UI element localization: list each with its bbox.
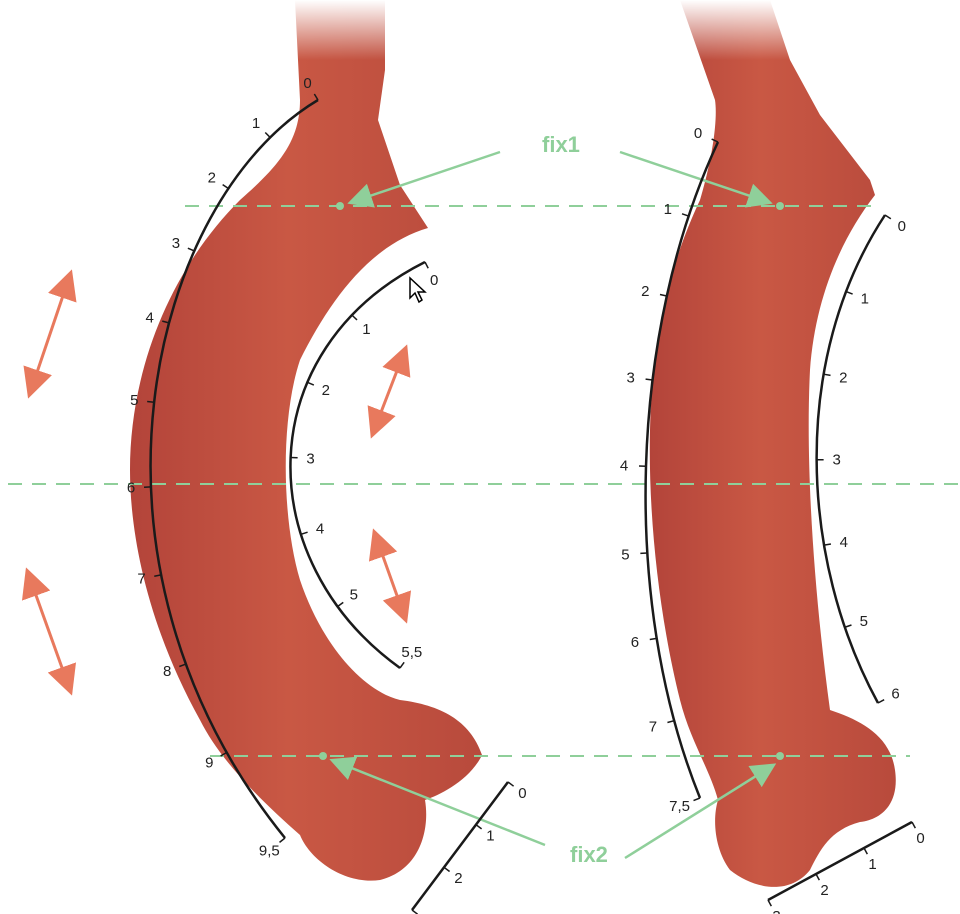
scale-tick [846, 292, 853, 294]
scale-tick [476, 825, 482, 829]
double-headed-arrow-icon [30, 275, 70, 393]
scale-tick-label: 3 [627, 369, 635, 386]
scale-tick-label: 5 [130, 392, 138, 409]
scale-tick-label: 0 [898, 218, 906, 235]
scale-tick [768, 900, 771, 906]
scale-tick [508, 782, 514, 786]
scale-tick-label: 0 [916, 830, 924, 847]
scale-tick [444, 867, 450, 871]
left-base-scale-line [412, 782, 508, 910]
scale-tick-label: 1 [362, 321, 370, 338]
scale-tick [147, 401, 154, 402]
scale-tick [223, 185, 229, 189]
scale-tick-label: 7 [137, 571, 145, 588]
scale-tick [682, 214, 689, 216]
scale-tick-label: 4 [316, 520, 324, 537]
scale-tick [693, 798, 700, 801]
fix2-point-left [319, 752, 327, 760]
right-tissue-shape [650, 0, 896, 887]
scale-tick [667, 721, 674, 723]
scale-tick-label: 6 [891, 686, 899, 703]
scale-tick-label: 5 [621, 546, 629, 563]
scale-tick [301, 532, 308, 534]
scale-tick-label: 3 [306, 450, 314, 467]
fix1-point-right [776, 202, 784, 210]
scale-tick-label: 3 [172, 235, 180, 252]
fix2-label: fix2 [570, 842, 608, 867]
scale-tick-label: 8 [163, 663, 171, 680]
scale-tick-label: 2 [839, 370, 847, 387]
scale-tick [646, 379, 653, 380]
scale-tick [400, 662, 404, 668]
scale-tick [864, 848, 867, 854]
scale-tick [816, 874, 819, 880]
scale-tick-label: 6 [631, 634, 639, 651]
scale-tick-label: 3 [832, 452, 840, 469]
double-headed-arrow-icon [373, 350, 405, 433]
scale-tick-label: 1 [252, 115, 260, 132]
scale-tick-label: 1 [664, 201, 672, 218]
left-tissue-shape [130, 0, 482, 881]
scale-tick [425, 262, 428, 268]
scale-tick [338, 602, 344, 606]
scale-tick [265, 132, 270, 137]
scale-tick-label: 5 [350, 587, 358, 604]
scale-tick-label: 5 [860, 613, 868, 630]
fix1-label: fix1 [542, 132, 580, 157]
scale-tick-label: 2 [454, 870, 462, 887]
right-inner-scale-line [817, 215, 885, 703]
scale-tick-label: 4 [620, 458, 628, 475]
scale-tick [885, 215, 891, 219]
scale-tick [307, 382, 313, 385]
double-headed-arrow-icon [375, 534, 405, 618]
scale-tick-label: 0 [518, 785, 526, 802]
scale-tick-label: 4 [146, 310, 154, 327]
scale-tick [878, 700, 884, 703]
scale-tick-label: 1 [486, 827, 494, 844]
scale-tick [912, 822, 915, 828]
scale-tick [845, 625, 852, 627]
cursor-arrow-icon [408, 276, 428, 304]
right-inner-scale: 0 1 2 3 4 5 6 [817, 215, 906, 703]
scale-tick-label: 1 [861, 291, 869, 308]
scale-tick-label: 0 [430, 272, 438, 289]
scale-tick-label: 1 [868, 856, 876, 873]
scale-tick [352, 315, 357, 320]
fix1-point-left [336, 202, 344, 210]
scale-tick-label: 2 [208, 169, 216, 186]
fix2-point-right [776, 752, 784, 760]
scale-tick-label: 2 [322, 382, 330, 399]
scale-tick-label: 4 [840, 534, 848, 551]
scale-tick [188, 248, 194, 251]
double-headed-arrow-icon [28, 573, 70, 690]
scale-tick-label: 9,5 [259, 842, 280, 859]
scale-tick [280, 838, 285, 842]
scale-tick-label: 5,5 [401, 644, 422, 661]
scale-tick [660, 294, 667, 296]
scale-tick-label: 6 [127, 480, 135, 497]
scale-tick-label: 7,5 [669, 798, 690, 815]
scale-tick-label: 0 [694, 125, 702, 142]
scale-tick-label: 9 [205, 754, 213, 771]
scale-tick-label: 3 [772, 908, 780, 914]
scale-tick-label: 7 [649, 718, 657, 735]
scale-tick-label: 2 [820, 882, 828, 899]
scale-tick [412, 910, 418, 914]
scale-tick-label: 0 [303, 75, 311, 92]
scale-tick-label: 2 [641, 283, 649, 300]
